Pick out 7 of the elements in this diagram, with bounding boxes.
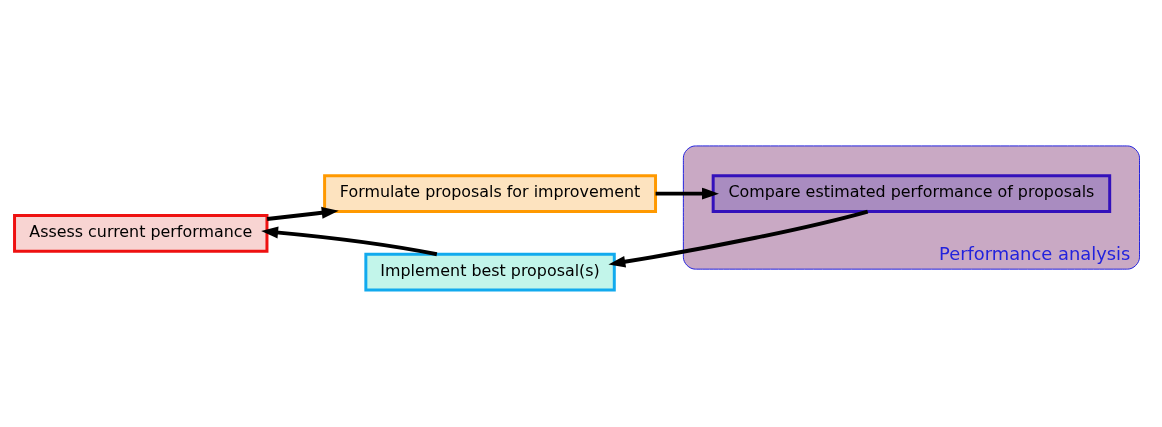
arrow <box>266 206 339 221</box>
node-box: Implement best proposal(s) <box>364 252 616 291</box>
node-box: Compare estimated performance of proposals <box>711 173 1112 213</box>
arrow <box>655 187 719 200</box>
node-box: Assess current performance <box>13 213 269 253</box>
node-box: Formulate proposals for improvement <box>323 173 657 213</box>
arrow <box>608 209 869 268</box>
